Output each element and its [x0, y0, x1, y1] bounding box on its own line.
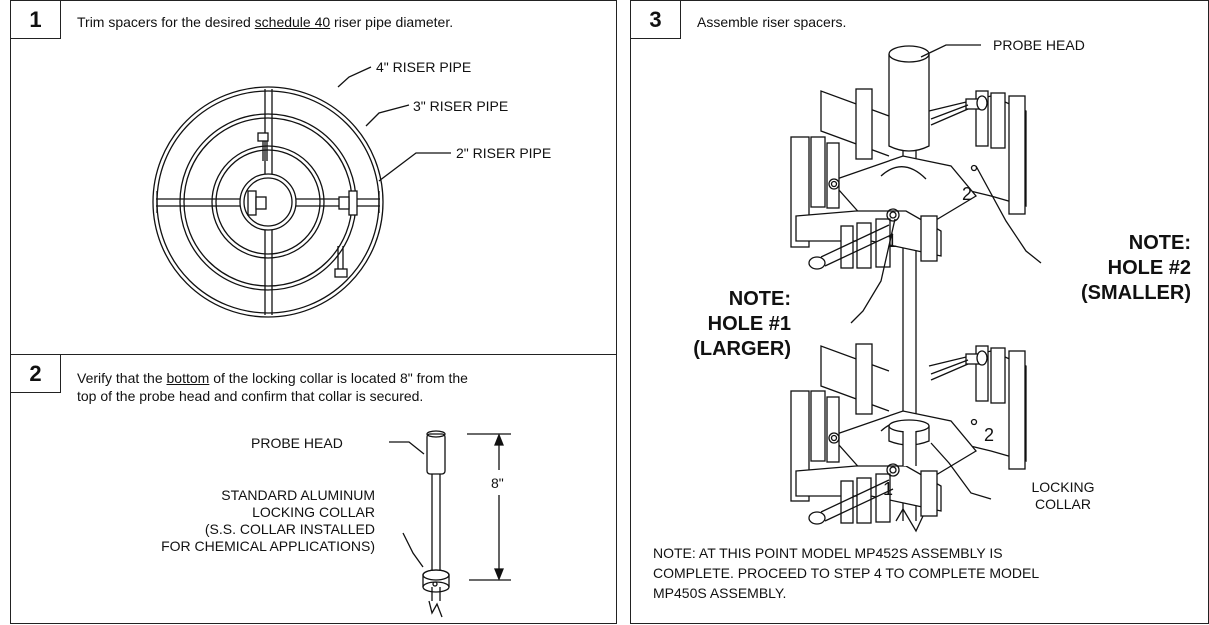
hole-marker-2-lower: 2: [984, 425, 995, 445]
hole1-note-line2: HOLE #1: [707, 313, 791, 335]
dimension-label: 8": [491, 475, 504, 491]
hole1-note-line1: NOTE:: [728, 288, 791, 310]
step-1-panel: 1 Trim spacers for the desired schedule …: [10, 0, 617, 355]
footnote-line2: COMPLETE. PROCEED TO STEP 4 TO COMPLETE …: [653, 565, 1040, 581]
step-2-number: 2: [11, 355, 61, 393]
riser-spacer-diagram: [152, 66, 451, 318]
step-3-instruction: Assemble riser spacers.: [697, 14, 847, 30]
footnote-line1: NOTE: AT THIS POINT MODEL MP452S ASSEMBL…: [653, 545, 1003, 561]
step-1-instruction: Trim spacers for the desired schedule 40…: [77, 13, 453, 31]
step-2-text-c: top of the probe head and confirm that c…: [77, 388, 424, 404]
step-2-text-a: Verify that the: [77, 370, 167, 386]
hole2-note-line2: HOLE #2: [1107, 257, 1191, 279]
step-2-instruction: Verify that the bottom of the locking co…: [77, 369, 468, 405]
step-1-text-b: riser pipe diameter.: [330, 14, 454, 30]
label-4in-riser: 4" RISER PIPE: [376, 59, 472, 75]
collar-label-line4: FOR CHEMICAL APPLICATIONS): [161, 538, 375, 554]
locking-collar-label: LOCKING COLLAR: [1023, 479, 1103, 513]
assembly-footnote: NOTE: AT THIS POINT MODEL MP452S ASSEMBL…: [653, 543, 1039, 603]
locking-collar-line2: COLLAR: [1034, 496, 1092, 512]
label-3in-riser: 3" RISER PIPE: [413, 98, 509, 114]
probe-collar-diagram: [389, 430, 511, 618]
label-2in-riser: 2" RISER PIPE: [456, 145, 552, 161]
hole2-note-line3: (SMALLER): [1081, 282, 1191, 304]
hole1-note: NOTE: HOLE #1 (LARGER): [661, 287, 791, 362]
hole-marker-1-lower: 1: [883, 479, 894, 499]
step-2-text-b: of the locking collar is located 8" from…: [209, 370, 468, 386]
step-3-number: 3: [631, 1, 681, 39]
locking-collar-line1: LOCKING: [1031, 479, 1095, 495]
hole1-note-line3: (LARGER): [693, 338, 791, 360]
step-1-text-underlined: schedule 40: [254, 14, 331, 30]
step-1-number: 1: [11, 1, 61, 39]
hole-marker-2-upper: 2: [962, 184, 973, 204]
step-2-panel: 2 Verify that the bottom of the locking …: [10, 354, 617, 624]
hole2-note: NOTE: HOLE #2 (SMALLER): [1041, 231, 1191, 306]
probe-head-label-3: PROBE HEAD: [993, 37, 1085, 53]
collar-label-line1: STANDARD ALUMINUM: [221, 487, 375, 503]
hole2-note-line1: NOTE:: [1128, 232, 1191, 254]
hole-marker-1-upper: 1: [887, 231, 898, 251]
step-1-text-a: Trim spacers for the desired: [77, 14, 255, 30]
step-3-panel: 3 Assemble riser spacers.: [630, 0, 1209, 624]
riser-assembly-diagram: [790, 44, 1042, 533]
step-2-text-underlined: bottom: [166, 370, 210, 386]
collar-label-line3: (S.S. COLLAR INSTALLED: [204, 521, 375, 537]
probe-head-label: PROBE HEAD: [251, 435, 343, 451]
collar-label-line2: LOCKING COLLAR: [252, 504, 375, 520]
footnote-line3: MP450S ASSEMBLY.: [653, 585, 787, 601]
